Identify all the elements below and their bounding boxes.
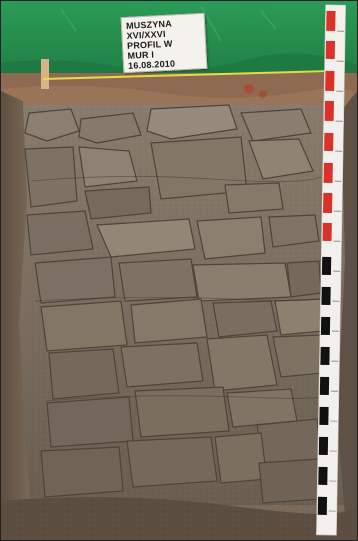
- ruler-black-marks: [317, 256, 332, 515]
- stone-courses: [24, 104, 324, 504]
- wooden-stake: [41, 59, 49, 89]
- string-line: [42, 70, 334, 80]
- measuring-ruler: [316, 4, 346, 536]
- left-trench-wall: [1, 91, 31, 540]
- ruler-red-marks: [322, 10, 336, 242]
- site-label-board: MUSZYNA XVI/XXVI PROFIL W MUR I 16.08.20…: [120, 12, 208, 74]
- right-trench-wall: [337, 91, 357, 540]
